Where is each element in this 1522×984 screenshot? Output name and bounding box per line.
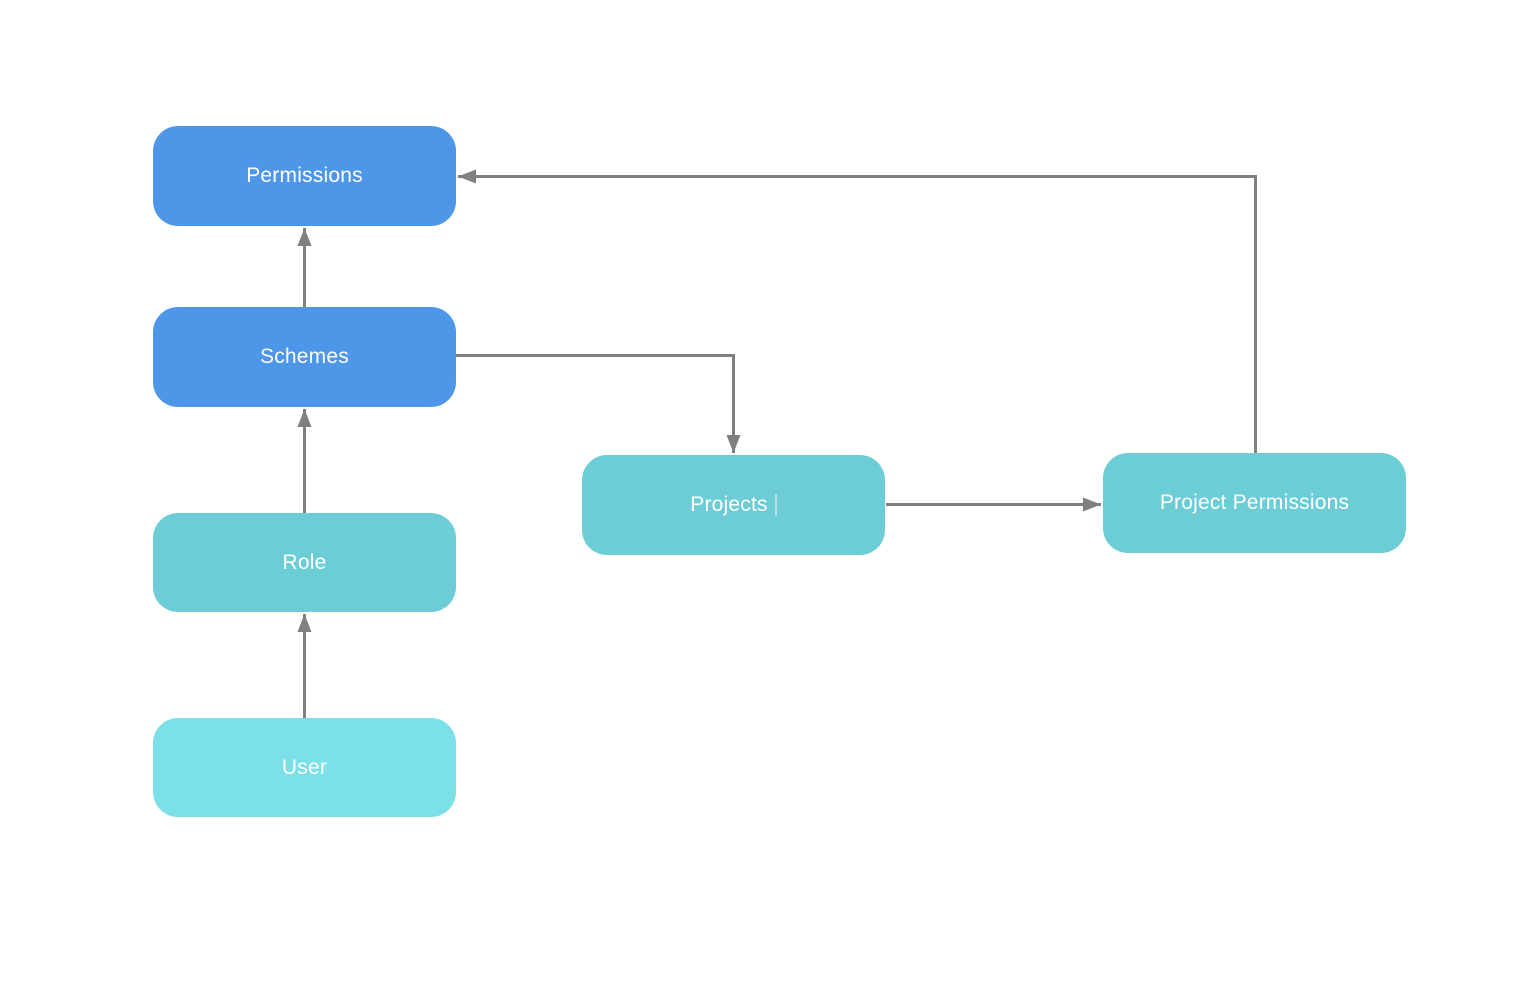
node-role[interactable]: Role bbox=[153, 513, 456, 612]
node-role-label: Role bbox=[282, 550, 327, 574]
node-project-permissions[interactable]: Project Permissions bbox=[1103, 453, 1406, 553]
edge-schemes-to-projects[interactable] bbox=[456, 354, 741, 454]
node-user[interactable]: User bbox=[153, 718, 456, 817]
node-project-permissions-label: Project Permissions bbox=[1159, 491, 1350, 514]
node-projects[interactable]: Projects bbox=[582, 455, 885, 555]
node-schemes[interactable]: Schemes bbox=[153, 307, 456, 407]
node-schemes-label: Schemes bbox=[260, 345, 349, 368]
node-projects-label: Projects bbox=[690, 493, 768, 516]
node-user-label: User bbox=[281, 755, 328, 779]
edge-project-permissions-to-permissions[interactable] bbox=[458, 169, 1257, 454]
node-permissions[interactable]: Permissions bbox=[153, 126, 456, 226]
node-permissions-label: Permissions bbox=[246, 164, 363, 187]
text-cursor bbox=[774, 494, 777, 516]
